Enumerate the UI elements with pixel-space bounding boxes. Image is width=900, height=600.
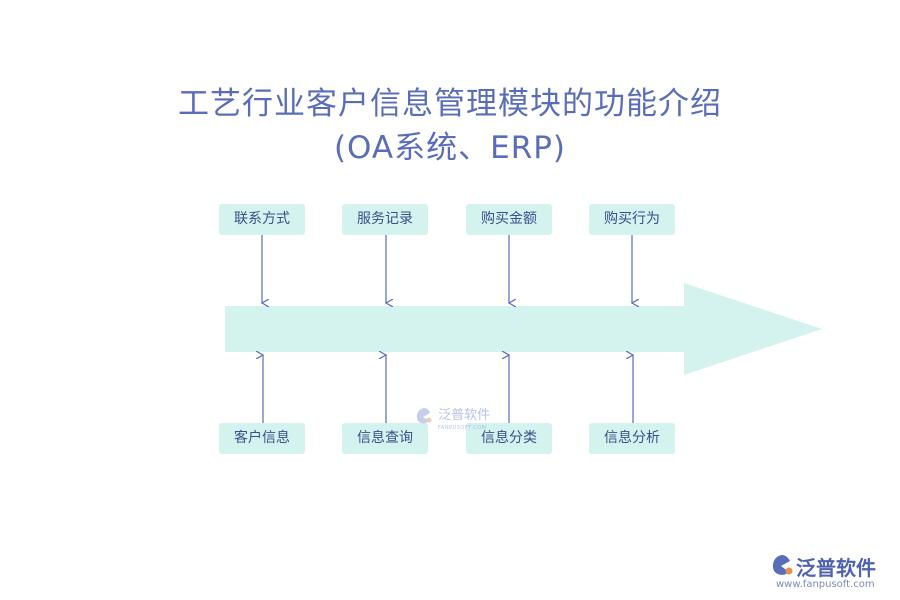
- box-info-analysis: 信息分析: [589, 423, 675, 454]
- box-contact-method: 联系方式: [219, 204, 305, 235]
- watermark-name: 泛普软件: [438, 408, 491, 423]
- box-info-classification: 信息分类: [466, 423, 552, 454]
- diagram-title-line1: 工艺行业客户信息管理模块的功能介绍: [178, 86, 722, 122]
- brand-name: 泛普软件: [796, 556, 876, 580]
- brand-url: www.fanpusoft.com: [776, 579, 875, 590]
- box-customer-info: 客户信息: [219, 423, 305, 454]
- watermark-sub: FANPUSOFT.COM: [438, 424, 487, 431]
- diagram-title-line2: (OA系统、ERP): [333, 130, 567, 166]
- box-purchase-amount: 购买金额: [466, 204, 552, 235]
- watermark-logo-icon: [416, 407, 432, 423]
- watermark: 泛普软件 FANPUSOFT.COM: [414, 404, 490, 431]
- main-arrow: [225, 283, 822, 375]
- box-info-query: 信息查询: [342, 423, 428, 454]
- box-service-record: 服务记录: [342, 204, 428, 235]
- box-purchase-behavior: 购买行为: [589, 204, 675, 235]
- brand-logo-icon: [772, 555, 793, 575]
